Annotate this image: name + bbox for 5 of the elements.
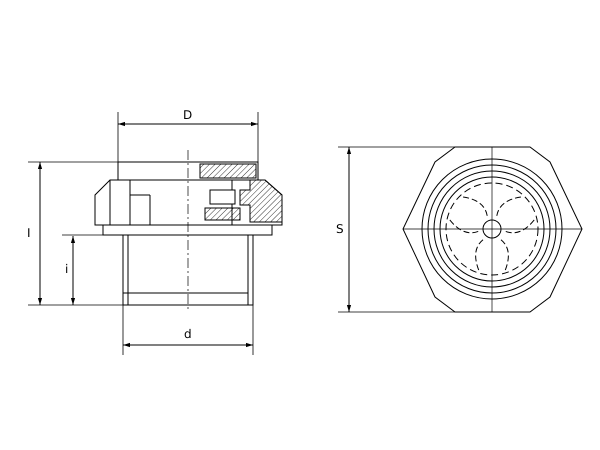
dimension-label: D [182, 108, 194, 122]
dimension-label: d [183, 327, 193, 341]
dimension-label: S [335, 222, 345, 236]
dimension-label: I [26, 226, 32, 240]
dimension-label: i [64, 262, 70, 276]
